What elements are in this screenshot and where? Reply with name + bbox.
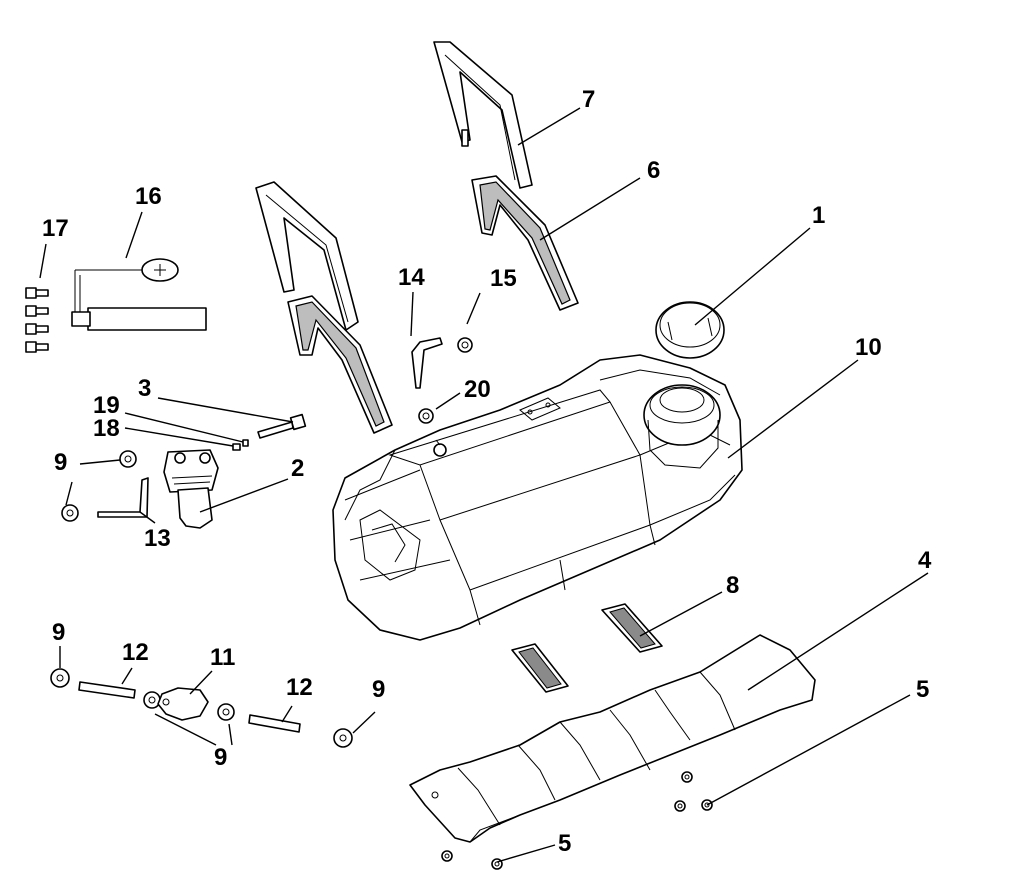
part-16-fuel-sender [71,258,207,331]
callout-3: 3 [138,375,151,402]
callout-19: 19 [93,392,120,419]
part-17-screws [25,287,49,353]
part-9-clamps-upper [61,450,137,522]
part-13-hose [97,477,149,518]
callout-10: 10 [855,334,882,361]
callout-1: 1 [812,202,825,229]
part-9-clamps-lower [50,668,353,748]
part-4-skid-plate [409,634,816,843]
callout-6: 6 [647,157,660,184]
callout-2: 2 [291,455,304,482]
callout-labels: 1 2 3 4 5 5 6 7 8 9 9 9 9 10 11 12 12 13… [42,86,932,857]
part-11-flange [157,687,209,721]
callout-11: 11 [210,644,235,671]
callout-8: 8 [726,572,739,599]
part-15-clamp [457,337,473,353]
part-5-nuts [441,771,713,870]
callout-9-upper: 9 [54,449,67,476]
callout-20: 20 [464,376,491,403]
callout-18: 18 [93,415,120,442]
callout-16: 16 [135,183,162,210]
part-20-clamp [418,408,434,424]
part-10-fuel-tank [332,354,743,641]
callout-13: 13 [144,525,171,552]
callout-7: 7 [582,86,595,113]
callout-9-left: 9 [52,619,65,646]
callout-12-left: 12 [122,639,149,666]
part-8-rubber-pads [511,603,663,693]
callout-17: 17 [42,215,69,242]
part-3-bolt [257,413,307,439]
callout-12-right: 12 [286,674,313,701]
part-2-fuel-filter [163,449,219,529]
callout-15: 15 [490,265,517,292]
leader-lines [39,107,929,863]
callout-5-right: 5 [916,676,929,703]
callout-9-middle: 9 [214,744,227,771]
part-12-fuel-lines [78,681,301,733]
part-7-strap-bracket [433,41,533,189]
callout-4: 4 [918,547,932,574]
part-1-fuel-cap [655,301,725,359]
part-18-19-washers [232,439,249,451]
left-strap-pad [287,295,393,434]
callout-5-bottom: 5 [558,830,571,857]
callout-14: 14 [398,264,425,291]
left-strap-bracket [255,181,359,331]
part-6-strap-pad [471,175,579,311]
part-14-hose [411,337,443,389]
callout-9-right: 9 [372,676,385,703]
